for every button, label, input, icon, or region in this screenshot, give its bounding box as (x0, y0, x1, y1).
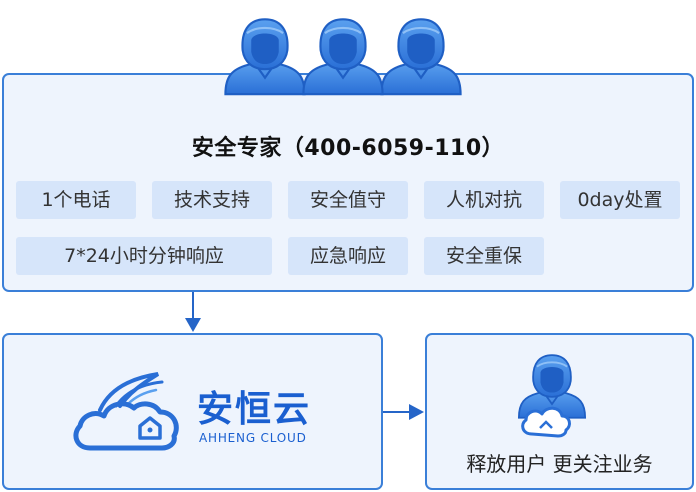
service-tag: 技术支持 (152, 181, 272, 219)
cloud-logo-icon (73, 372, 179, 451)
expert-user-icon (222, 14, 308, 96)
arrow-right-icon (383, 404, 424, 420)
expert-title: 安全专家（400-6059-110） (191, 136, 505, 161)
user-caption: 释放用户 更关注业务 (466, 452, 653, 476)
brand-name: 安恒云 (197, 389, 312, 430)
cloud-user-icon (517, 354, 587, 438)
expert-user-icon (300, 14, 386, 96)
service-tag: 安全值守 (288, 181, 408, 219)
cloud-panel (2, 333, 383, 490)
arrow-down-icon (185, 292, 201, 332)
service-tag: 7*24小时分钟响应 (16, 237, 272, 275)
service-tag: 0day处置 (560, 181, 680, 219)
expert-user-icon (378, 14, 464, 96)
service-tag: 1个电话 (16, 181, 136, 219)
service-tag: 人机对抗 (424, 181, 544, 219)
brand-subtitle: AHHENG CLOUD (199, 431, 307, 445)
service-tag: 应急响应 (288, 237, 408, 275)
service-tag: 安全重保 (424, 237, 544, 275)
